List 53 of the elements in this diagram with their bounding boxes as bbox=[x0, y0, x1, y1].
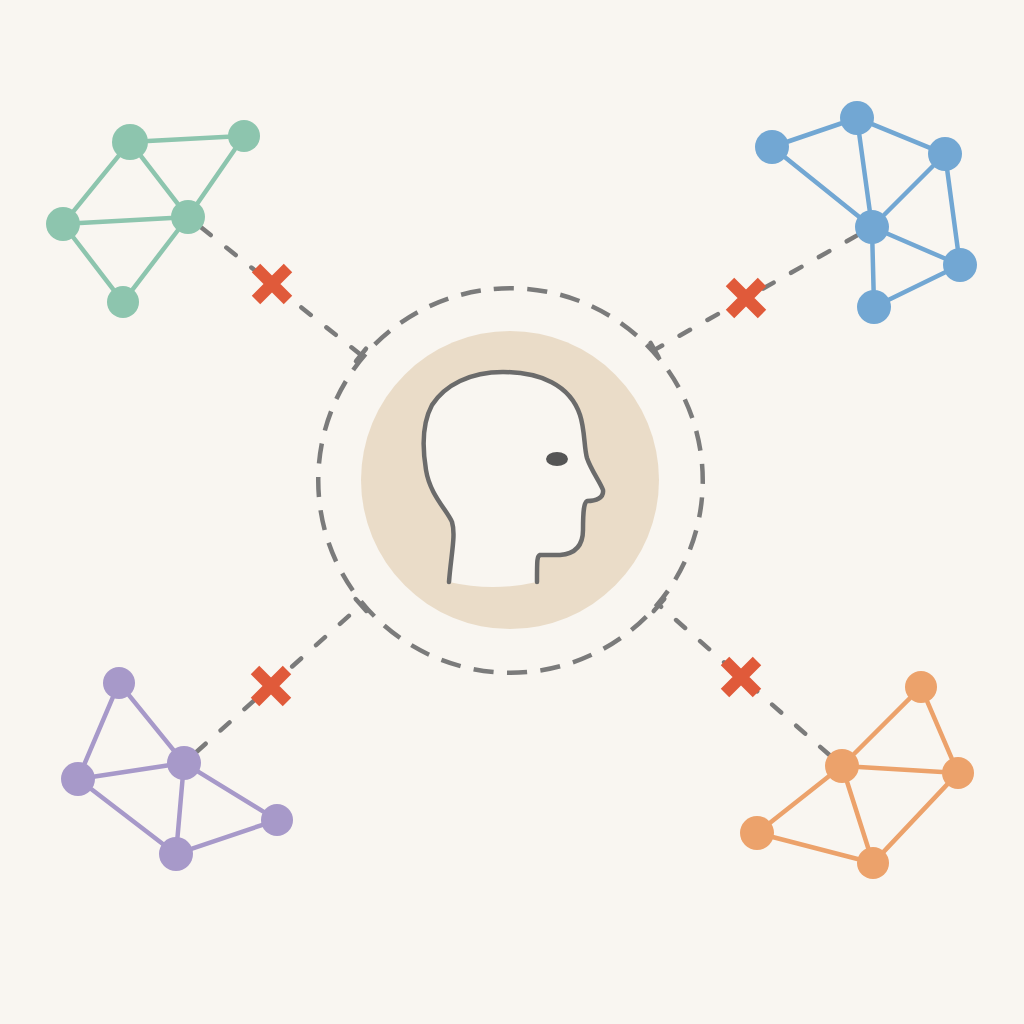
graph-link bbox=[881, 163, 936, 218]
graph-node bbox=[825, 749, 859, 783]
graph-link bbox=[771, 835, 860, 862]
graph-node bbox=[159, 837, 193, 871]
graph-node bbox=[167, 746, 201, 780]
graph-link bbox=[71, 235, 116, 292]
graph-link bbox=[851, 696, 912, 757]
graph-node bbox=[942, 757, 974, 789]
graph-node bbox=[755, 130, 789, 164]
graph-link bbox=[870, 122, 932, 150]
graph-node bbox=[107, 286, 139, 318]
graph-link bbox=[881, 782, 950, 854]
graph-node bbox=[840, 101, 874, 135]
graph-node bbox=[261, 804, 293, 836]
graph-link bbox=[126, 693, 176, 753]
graph-node bbox=[857, 290, 891, 324]
graph-node bbox=[103, 667, 135, 699]
graph-link bbox=[885, 231, 947, 261]
graph-node bbox=[61, 762, 95, 796]
graph-node bbox=[928, 137, 962, 171]
graph-link bbox=[925, 699, 954, 761]
graph-node bbox=[855, 210, 889, 244]
graph-node bbox=[857, 847, 889, 879]
dashed-connector bbox=[651, 596, 832, 758]
graph-link bbox=[82, 695, 115, 766]
graph-link bbox=[89, 787, 165, 846]
graph-link bbox=[189, 822, 265, 851]
graph-node bbox=[46, 207, 80, 241]
graph-link bbox=[768, 774, 831, 825]
graph-link bbox=[945, 168, 960, 251]
graph-link bbox=[195, 146, 238, 206]
graph-link bbox=[844, 779, 871, 851]
dashed-ring bbox=[315, 285, 705, 675]
avatar-circle bbox=[361, 331, 659, 629]
dashed-connector bbox=[648, 233, 860, 360]
graph-link bbox=[870, 241, 876, 293]
graph-node bbox=[171, 200, 205, 234]
graph-node bbox=[943, 248, 977, 282]
graph-link bbox=[785, 121, 844, 144]
graph-link bbox=[857, 132, 872, 213]
graph-link bbox=[71, 153, 121, 214]
graph-link bbox=[175, 777, 185, 840]
graph-node bbox=[228, 120, 260, 152]
graph-link bbox=[92, 763, 170, 779]
graph-link bbox=[138, 153, 180, 206]
graph-link bbox=[887, 270, 947, 302]
graph-link bbox=[196, 769, 266, 814]
graph-node bbox=[740, 816, 774, 850]
graph-node bbox=[112, 124, 148, 160]
graph-link bbox=[783, 155, 861, 219]
graph-node bbox=[905, 671, 937, 703]
graph-link bbox=[130, 228, 180, 292]
dashed-connector bbox=[194, 596, 369, 754]
